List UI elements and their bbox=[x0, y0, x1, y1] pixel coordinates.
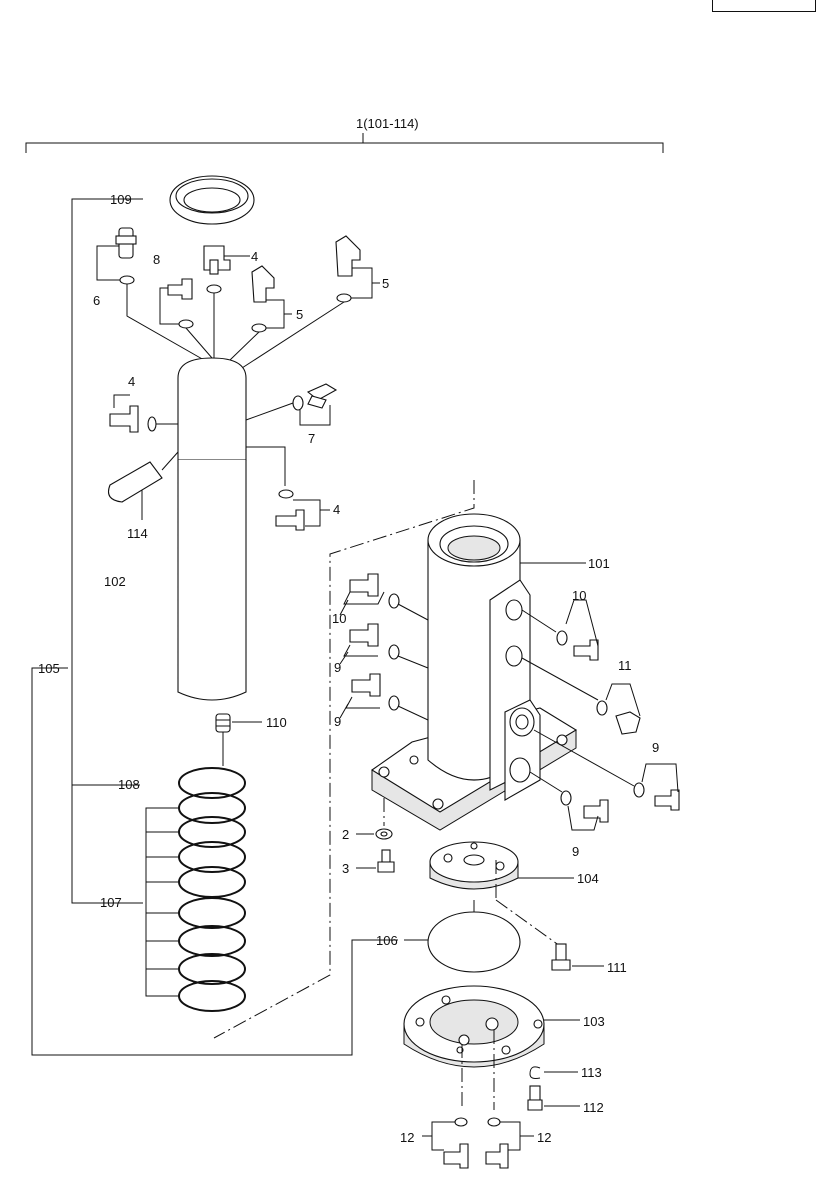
centerline-left bbox=[213, 480, 475, 1039]
spring-110 bbox=[215, 713, 262, 766]
fitting-4-left bbox=[109, 394, 178, 433]
label-6: 6 bbox=[93, 293, 100, 308]
fitting-7 bbox=[245, 383, 338, 426]
ring-107 bbox=[178, 816, 246, 848]
ring-107 bbox=[178, 953, 246, 985]
label-2: 2 bbox=[342, 827, 349, 842]
part-labels: 109 6 8 4 5 5 4 7 4 114 102 101 10 10 11… bbox=[38, 192, 659, 1145]
leaders-top bbox=[126, 284, 345, 369]
clip-113 bbox=[529, 1066, 578, 1079]
fitting-6 bbox=[96, 227, 137, 285]
bolt-111 bbox=[495, 899, 604, 971]
housing-101 bbox=[370, 513, 586, 831]
label-12-right: 12 bbox=[537, 1130, 551, 1145]
plate-104 bbox=[429, 841, 574, 900]
disc-106 bbox=[427, 911, 521, 973]
assembly-bracket bbox=[25, 133, 664, 153]
plug-114 bbox=[107, 451, 179, 520]
fitting-4-lower bbox=[246, 446, 330, 531]
title-block-corner bbox=[712, 0, 816, 12]
label-5-right: 5 bbox=[382, 276, 389, 291]
label-9-a: 9 bbox=[334, 660, 341, 675]
ring-108 bbox=[178, 767, 246, 799]
fitting-8 bbox=[159, 278, 194, 329]
label-12-left: 12 bbox=[400, 1130, 414, 1145]
label-7: 7 bbox=[308, 431, 315, 446]
bolt-3 bbox=[356, 849, 395, 873]
ring-stack bbox=[178, 767, 246, 1012]
ring-107 bbox=[178, 841, 246, 873]
bracket-107 bbox=[145, 807, 178, 997]
ring-107 bbox=[178, 792, 246, 824]
fittings-12 bbox=[422, 1117, 534, 1169]
label-5-mid: 5 bbox=[296, 307, 303, 322]
bracket-105 bbox=[31, 198, 398, 1056]
label-113: 113 bbox=[581, 1065, 602, 1080]
rotor-102 bbox=[177, 357, 247, 701]
label-106: 106 bbox=[376, 933, 398, 948]
label-102: 102 bbox=[104, 574, 126, 589]
label-111: 111 bbox=[607, 960, 627, 975]
label-107: 107 bbox=[100, 895, 122, 910]
label-105: 105 bbox=[38, 661, 60, 676]
fitting-4-top bbox=[203, 245, 250, 294]
bolt-112 bbox=[527, 1085, 580, 1111]
ring-107 bbox=[178, 925, 246, 957]
ring-107 bbox=[178, 980, 246, 1012]
fittings-right-housing bbox=[521, 599, 680, 831]
label-3: 3 bbox=[342, 861, 349, 876]
label-103: 103 bbox=[583, 1014, 605, 1029]
label-4-lower: 4 bbox=[333, 502, 340, 517]
label-101: 101 bbox=[588, 556, 610, 571]
label-4-top: 4 bbox=[251, 249, 258, 264]
washer-2 bbox=[356, 798, 393, 840]
label-10-left: 10 bbox=[332, 611, 346, 626]
fittings-left-housing bbox=[339, 573, 429, 721]
label-110: 110 bbox=[266, 715, 287, 730]
label-10-right: 10 bbox=[572, 588, 586, 603]
label-109: 109 bbox=[110, 192, 132, 207]
assembly-label: 1(101-114) bbox=[356, 116, 419, 131]
label-104: 104 bbox=[577, 871, 599, 886]
seal-109 bbox=[169, 175, 255, 225]
fitting-5-right bbox=[335, 235, 380, 303]
ring-107 bbox=[178, 897, 246, 929]
label-9-c: 9 bbox=[652, 740, 659, 755]
label-9-b: 9 bbox=[334, 714, 341, 729]
base-103 bbox=[403, 985, 580, 1110]
label-4-left: 4 bbox=[128, 374, 135, 389]
label-9-d: 9 bbox=[572, 844, 579, 859]
label-114: 114 bbox=[127, 526, 148, 541]
label-11: 11 bbox=[618, 658, 632, 673]
label-108: 108 bbox=[118, 777, 140, 792]
label-8: 8 bbox=[153, 252, 160, 267]
label-112: 112 bbox=[583, 1100, 604, 1115]
fitting-5-mid bbox=[251, 265, 292, 333]
